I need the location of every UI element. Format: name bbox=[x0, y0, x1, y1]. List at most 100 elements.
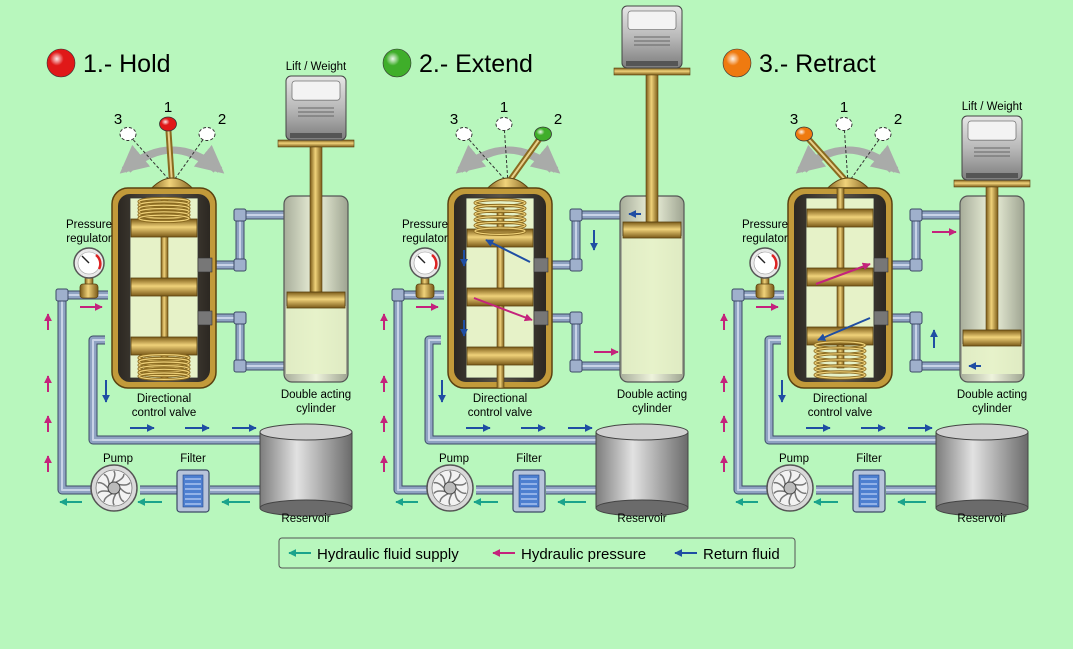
valve-spool bbox=[806, 187, 874, 369]
valve-spring-top bbox=[473, 198, 527, 236]
lever-position-1-label: 1 bbox=[164, 99, 172, 116]
legend-box bbox=[278, 537, 796, 569]
valve-to-cylinder-top-pipe bbox=[886, 210, 966, 270]
valve-port bbox=[197, 257, 213, 273]
reservoir: Reservoir bbox=[595, 423, 689, 525]
control-lever: 123 bbox=[450, 99, 562, 193]
piston bbox=[286, 291, 346, 309]
valve-spring-bottom bbox=[137, 353, 191, 381]
spool-land bbox=[130, 336, 198, 356]
valve-label-line1: Directional bbox=[473, 393, 527, 405]
lever-ghost-knob bbox=[495, 117, 513, 131]
cylinder-fluid bbox=[286, 306, 346, 374]
lift-weight bbox=[961, 115, 1023, 181]
pump-impeller-hub bbox=[783, 481, 797, 495]
flow-arrows bbox=[720, 228, 981, 506]
lever-arc-left bbox=[455, 144, 555, 174]
pump-label: Pump bbox=[439, 453, 469, 465]
valve-spool bbox=[130, 197, 198, 379]
lever-ghost-line bbox=[127, 133, 173, 184]
pipe-flange bbox=[909, 359, 923, 373]
pressure-arrow bbox=[815, 262, 871, 285]
lift-weight bbox=[621, 5, 683, 69]
pipe-flange bbox=[233, 258, 247, 272]
lever-position-2-label: 2 bbox=[894, 111, 902, 128]
lift-weight-label: Lift / Weight bbox=[962, 101, 1023, 113]
return-pipe bbox=[88, 335, 262, 445]
pipe-flange bbox=[55, 288, 69, 302]
panel-title: 3.- Retract bbox=[722, 48, 876, 78]
pressure-regulator-label-line2: regulator bbox=[742, 233, 788, 245]
pressure-regulator-label-line1: Pressure bbox=[66, 219, 112, 231]
cylinder-label-line2: cylinder bbox=[296, 403, 336, 415]
lift-plate bbox=[277, 139, 355, 148]
panel-title-text: 3.- Retract bbox=[759, 50, 876, 78]
valve-to-cylinder-top-pipe bbox=[210, 210, 290, 270]
legend-item-supply: Hydraulic fluid supply bbox=[288, 546, 459, 563]
pressure-regulator-label-line2: regulator bbox=[66, 233, 112, 245]
filter-label: Filter bbox=[516, 453, 542, 465]
pressure-arrow bbox=[473, 297, 533, 322]
control-lever: 123 bbox=[790, 99, 902, 193]
gauge-needle bbox=[81, 255, 90, 264]
gauge-needle bbox=[417, 255, 426, 264]
valve-port bbox=[873, 310, 889, 326]
return-arrow bbox=[817, 317, 871, 341]
spool-land bbox=[130, 277, 198, 297]
lever-ghost-line bbox=[171, 133, 208, 184]
reservoir-tank bbox=[595, 431, 689, 509]
panel-title-text: 1.- Hold bbox=[83, 50, 171, 78]
valve-label-line2: control valve bbox=[468, 407, 533, 419]
pump-to-valve-pipe bbox=[57, 290, 108, 495]
pump: Pump bbox=[90, 453, 138, 512]
pump: Pump bbox=[766, 453, 814, 512]
control-lever: 123 bbox=[114, 99, 226, 193]
lever-ghost-knob bbox=[198, 127, 216, 141]
pipe-flange bbox=[909, 208, 923, 222]
valve-label-line1: Directional bbox=[813, 393, 867, 405]
reservoir-tank bbox=[935, 431, 1029, 509]
pump-impeller-hub bbox=[443, 481, 457, 495]
spool-land bbox=[466, 287, 534, 307]
lever-ghost-knob bbox=[119, 127, 137, 141]
filter: Filter bbox=[852, 453, 886, 513]
valve-label-line2: control valve bbox=[808, 407, 873, 419]
valve-port bbox=[533, 310, 549, 326]
valve-label-line2: control valve bbox=[132, 407, 197, 419]
cylinder-label-line2: cylinder bbox=[632, 403, 672, 415]
pipe-flange bbox=[569, 258, 583, 272]
pipe-flange bbox=[909, 258, 923, 272]
pump-to-valve-pipe bbox=[393, 290, 444, 495]
filter: Filter bbox=[512, 453, 546, 513]
filter-label: Filter bbox=[856, 453, 882, 465]
legend-label-return: Return fluid bbox=[703, 546, 780, 563]
lever-ghost-knob bbox=[874, 127, 892, 141]
pump: Pump bbox=[426, 453, 474, 512]
pump-to-valve-pipe bbox=[733, 290, 784, 495]
pipe-flange bbox=[909, 311, 923, 325]
legend-item-pressure: Hydraulic pressure bbox=[492, 546, 646, 563]
lever-position-2-label: 2 bbox=[554, 111, 562, 128]
pipe-flange bbox=[233, 311, 247, 325]
valve-to-cylinder-top-pipe bbox=[546, 210, 626, 270]
cylinder-label-line1: Double acting bbox=[281, 389, 351, 401]
pipe-flange bbox=[569, 359, 583, 373]
pressure-regulator: Pressure regulator bbox=[66, 219, 112, 299]
lift-plate bbox=[613, 67, 691, 76]
panel-title: 2.- Extend bbox=[382, 48, 533, 78]
lift-plate bbox=[953, 179, 1031, 188]
return-arrow bbox=[485, 239, 531, 263]
reservoir-label: Reservoir bbox=[957, 513, 1006, 525]
cylinder-label-line1: Double acting bbox=[957, 389, 1027, 401]
reservoir: Reservoir bbox=[259, 423, 353, 525]
valve-port bbox=[197, 310, 213, 326]
directional-control-valve: Directional control valve bbox=[787, 187, 893, 419]
lift-weight-label: Lift / Weight bbox=[286, 61, 347, 73]
gauge-needle bbox=[757, 255, 766, 264]
